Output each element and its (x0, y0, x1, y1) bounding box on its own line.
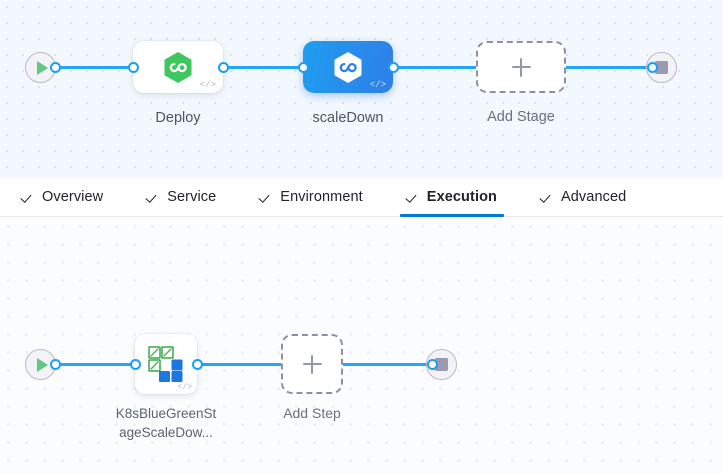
stage-deploy-port-right[interactable] (218, 62, 229, 73)
step-label: K8sBlueGreenSt ageScaleDow... (96, 405, 236, 442)
edge-step-to-addstep (200, 363, 282, 366)
check-icon (260, 191, 273, 204)
stage-config-tabs: Overview Service Environment Execution A… (0, 178, 723, 217)
tab-label: Environment (280, 189, 363, 205)
step-end-port[interactable] (427, 359, 438, 370)
edge-deploy-to-scaledown (222, 66, 312, 69)
add-step-button[interactable] (281, 334, 343, 394)
add-stage-button[interactable] (476, 41, 566, 93)
edge-start-to-deploy (54, 66, 146, 69)
step-node-k8sbluegreenstagescaledown[interactable]: </> (135, 334, 197, 394)
stage-end-node[interactable] (646, 52, 677, 83)
add-stage-label: Add Stage (487, 109, 555, 125)
tab-label: Service (167, 189, 217, 205)
tab-execution[interactable]: Execution (399, 178, 505, 217)
kubernetes-deploy-hexagon-icon (163, 51, 193, 84)
tab-environment[interactable]: Environment (260, 178, 363, 217)
edge-scaledown-to-addstage (395, 66, 483, 69)
step-label-line2: ageScaleDow... (119, 424, 213, 440)
tab-service[interactable]: Service (147, 178, 216, 217)
step-port-left[interactable] (130, 359, 141, 370)
stage-node-scaledown[interactable]: </> (303, 41, 393, 93)
plus-icon (511, 57, 531, 77)
edge-addstage-to-end (560, 66, 652, 69)
stage-label-scaledown: scaleDown (312, 110, 384, 126)
kubernetes-deploy-hexagon-icon (333, 51, 363, 84)
edge-addstep-to-end (342, 363, 432, 366)
stage-label-deploy: Deploy (155, 110, 201, 126)
tab-label: Advanced (561, 189, 627, 205)
code-badge-icon: </> (369, 80, 386, 90)
code-badge-icon: </> (199, 80, 216, 90)
check-icon (407, 191, 420, 204)
play-icon (36, 60, 48, 75)
edge-start-to-step (54, 363, 144, 366)
check-icon (22, 191, 35, 204)
step-label-line1: K8sBlueGreenSt (115, 406, 217, 421)
step-port-right[interactable] (192, 359, 203, 370)
step-start-port[interactable] (50, 359, 61, 370)
stage-end-port[interactable] (647, 62, 658, 73)
stop-icon (435, 358, 448, 371)
check-icon (147, 191, 160, 204)
stage-deploy-port-left[interactable] (128, 62, 139, 73)
add-step-label: Add Step (283, 405, 341, 421)
stage-node-deploy[interactable]: </> (133, 41, 223, 93)
stage-start-port[interactable] (50, 62, 61, 73)
plus-icon (302, 354, 322, 374)
stage-scaledown-port-left[interactable] (298, 62, 309, 73)
play-icon (36, 357, 48, 372)
stop-icon (655, 61, 668, 74)
tab-label: Overview (42, 189, 104, 205)
tab-label: Execution (426, 189, 497, 205)
stage-graph-canvas[interactable]: </> Deploy </> scaleDown Add Stage (0, 0, 723, 178)
blue-green-deployment-icon (148, 346, 183, 382)
step-graph-canvas[interactable]: </> K8sBlueGreenSt ageScaleDow... Add St… (0, 217, 723, 474)
code-badge-icon: </> (177, 383, 192, 392)
check-icon (541, 191, 554, 204)
stage-scaledown-port-right[interactable] (388, 62, 399, 73)
tab-advanced[interactable]: Advanced (541, 178, 626, 217)
tab-overview[interactable]: Overview (22, 178, 103, 217)
